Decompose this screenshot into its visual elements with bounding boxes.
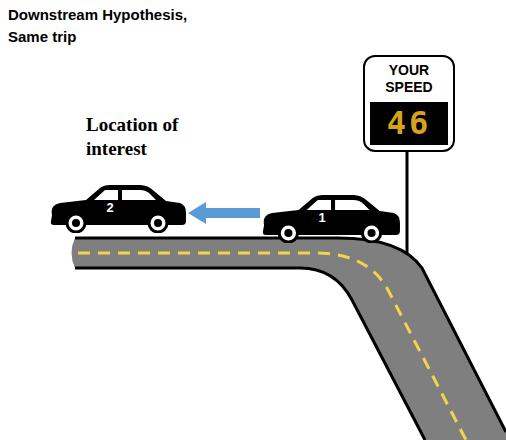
sign-heading: YOUR SPEED — [379, 62, 439, 96]
car-wheel — [362, 224, 380, 242]
car-wheel — [149, 214, 167, 232]
car-outline — [260, 193, 402, 243]
center-line — [78, 253, 466, 440]
speed-value: 46 — [370, 102, 448, 145]
car-window — [94, 190, 118, 200]
wheel-hub — [72, 219, 80, 227]
car-window — [122, 190, 156, 200]
diagram-title: Downstream Hypothesis, Same trip — [8, 4, 193, 48]
car-icon: 2 — [48, 183, 188, 233]
wheel-hub — [368, 229, 376, 237]
road-surface — [72, 238, 506, 440]
sign-post — [406, 150, 409, 254]
car-window — [307, 200, 331, 210]
car-outline — [48, 183, 188, 233]
wheel-hub — [154, 219, 162, 227]
car-window — [335, 200, 369, 210]
car-number: 1 — [310, 210, 334, 226]
road-edge — [75, 268, 425, 440]
car-number: 2 — [98, 200, 122, 216]
speed-display: 46 — [370, 102, 448, 145]
car-wheel — [279, 224, 297, 242]
speed-sign: YOUR SPEED 46 — [363, 55, 455, 152]
location-label: Location of interest — [86, 113, 201, 161]
direction-arrow — [188, 202, 260, 224]
car-wheel — [67, 214, 85, 232]
car-icon: 1 — [260, 193, 402, 243]
wheel-hub — [284, 229, 292, 237]
